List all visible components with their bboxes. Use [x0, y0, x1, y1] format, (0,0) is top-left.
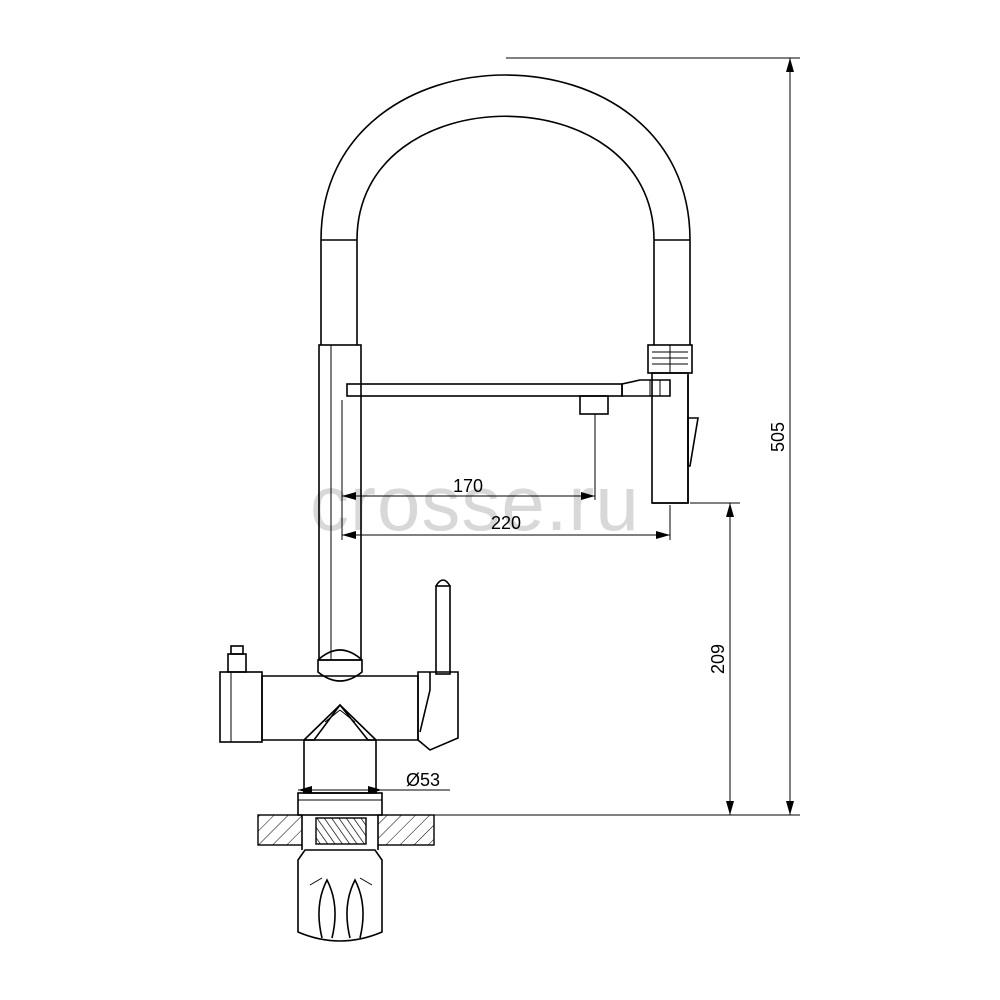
dimension-209-label: 209: [708, 644, 728, 674]
watermark-text: crosse.ru: [310, 459, 640, 547]
valve-body: [219, 579, 459, 751]
dimension-209: 209: [690, 502, 740, 815]
flexible-hose: [320, 74, 691, 346]
spray-head: [647, 344, 699, 504]
dimension-170: 170: [341, 400, 596, 540]
dimension-diameter: Ø53: [298, 770, 450, 794]
base-flange: [297, 739, 383, 816]
dimension-505: 505: [506, 57, 800, 815]
countertop-section: [257, 814, 435, 846]
dimension-220: 220: [342, 505, 671, 540]
dimension-505-label: 505: [768, 422, 788, 452]
dimension-220-label: 220: [491, 513, 521, 533]
dimension-170-label: 170: [453, 476, 483, 496]
filtered-water-arm: [346, 379, 671, 415]
dimension-diameter-label: Ø53: [406, 770, 440, 790]
mounting-nut: [297, 845, 383, 942]
